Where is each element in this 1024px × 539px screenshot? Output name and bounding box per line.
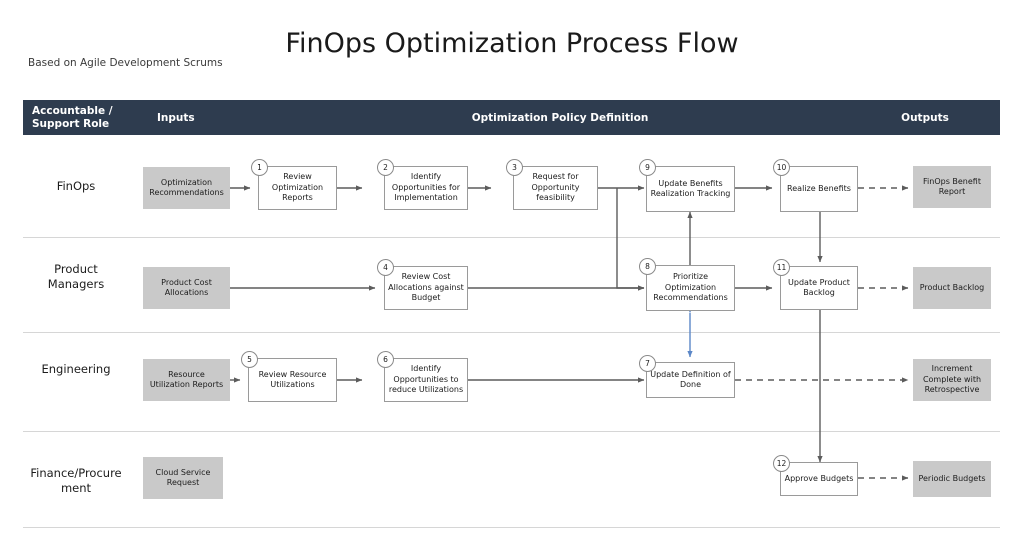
step-5-review-resource-utilizations[interactable]: Review Resource Utilizations — [248, 358, 337, 402]
step-badge-9: 9 — [639, 159, 656, 176]
lane-label-finance-line1: Finance/Procure — [30, 466, 122, 480]
output-product-backlog[interactable]: Product Backlog — [913, 267, 991, 309]
input-optimization-recommendations[interactable]: Optimization Recommendations — [143, 167, 230, 209]
step-badge-3: 3 — [506, 159, 523, 176]
lane-separator-1 — [23, 237, 1000, 238]
step-3-request-for-opportunity-feasibility[interactable]: Request for Opportunity feasibility — [513, 166, 598, 210]
step-badge-10: 10 — [773, 159, 790, 176]
output-increment-complete-with-retrospective[interactable]: Increment Complete with Retrospective — [913, 359, 991, 401]
lane-separator-3 — [23, 431, 1000, 432]
column-header-policy: Optimization Policy Definition — [471, 112, 649, 124]
lane-label-product-line1: Product — [54, 262, 98, 276]
step-badge-1: 1 — [251, 159, 268, 176]
input-cloud-service-request[interactable]: Cloud Service Request — [143, 457, 223, 499]
lane-label-product-managers: Product Managers — [12, 262, 140, 292]
lane-label-finance-procurement: Finance/Procure ment — [6, 466, 146, 496]
lane-label-product-line2: Managers — [47, 277, 105, 291]
step-badge-11: 11 — [773, 259, 790, 276]
step-8-prioritize-optimization-recommendations[interactable]: Prioritize Optimization Recommendations — [646, 265, 735, 311]
step-7-update-definition-of-done[interactable]: Update Definition of Done — [646, 362, 735, 398]
step-10-realize-benefits[interactable]: Realize Benefits — [780, 166, 858, 212]
lane-label-finance-line2: ment — [60, 481, 92, 495]
column-header-role-line2: Support Role — [32, 117, 110, 130]
step-11-update-product-backlog[interactable]: Update Product Backlog — [780, 266, 858, 310]
column-header-role: Accountable / Support Role — [32, 105, 142, 130]
column-header-band — [23, 100, 1000, 135]
column-header-role-line1: Accountable / — [32, 105, 113, 117]
step-6-identify-opportunities-to-reduce-utilizations[interactable]: Identify Opportunities to reduce Utiliza… — [384, 358, 468, 402]
page-title: FinOps Optimization Process Flow — [285, 28, 739, 59]
input-product-cost-allocations[interactable]: Product Cost Allocations — [143, 267, 230, 309]
step-badge-5: 5 — [241, 351, 258, 368]
output-periodic-budgets[interactable]: Periodic Budgets — [913, 461, 991, 497]
step-badge-12: 12 — [773, 455, 790, 472]
step-badge-2: 2 — [377, 159, 394, 176]
step-4-review-cost-allocations-against-budget[interactable]: Review Cost Allocations against Budget — [384, 266, 468, 310]
step-9-update-benefits-realization-tracking[interactable]: Update Benefits Realization Tracking — [646, 166, 735, 212]
column-header-inputs: Inputs — [157, 112, 195, 124]
lane-separator-4 — [23, 527, 1000, 528]
wire-step3-to-step8 — [616, 188, 645, 291]
output-finops-benefit-report[interactable]: FinOps Benefit Report — [913, 166, 991, 208]
step-badge-8: 8 — [639, 258, 656, 275]
lane-separator-2 — [23, 332, 1000, 333]
step-12-approve-budgets[interactable]: Approve Budgets — [780, 462, 858, 496]
step-badge-4: 4 — [377, 259, 394, 276]
step-badge-6: 6 — [377, 351, 394, 368]
step-2-identify-opportunities-for-implementation[interactable]: Identify Opportunities for Implementatio… — [384, 166, 468, 210]
page-subtitle: Based on Agile Development Scrums — [28, 57, 223, 69]
lane-label-engineering: Engineering — [41, 362, 111, 376]
step-1-review-optimization-reports[interactable]: Review Optimization Reports — [258, 166, 337, 210]
lane-label-finops: FinOps — [56, 179, 96, 193]
step-badge-7: 7 — [639, 355, 656, 372]
input-resource-utilization-reports[interactable]: Resource Utilization Reports — [143, 359, 230, 401]
column-header-outputs: Outputs — [901, 112, 949, 124]
